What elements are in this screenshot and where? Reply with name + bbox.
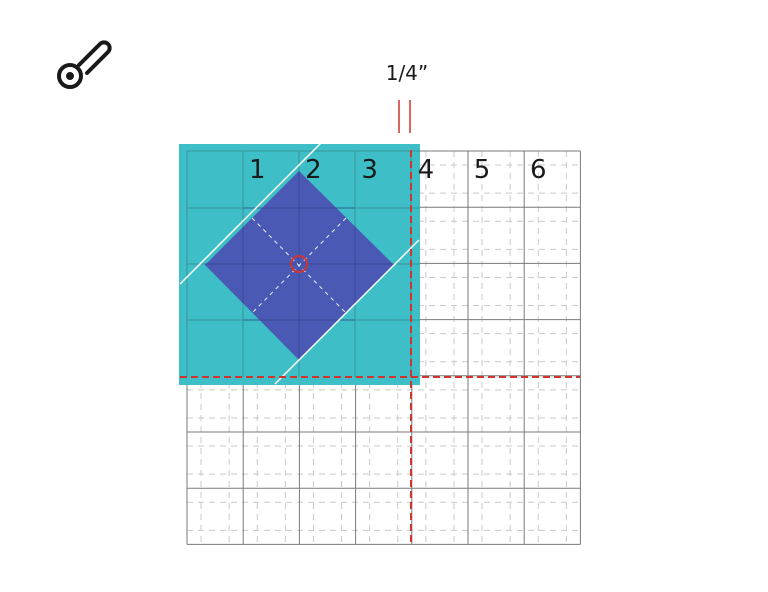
rotary-cutter-icon: [57, 40, 112, 89]
ruler-numbers: 1 2 3 4 5 6: [249, 155, 547, 185]
ruler-number-3: 3: [361, 155, 378, 185]
diamond-diagonals: [251, 217, 347, 314]
ruler-number-1: 1: [249, 155, 266, 185]
seam-allowance-label: 1/4”: [386, 61, 429, 85]
ruler-number-4: 4: [418, 155, 435, 185]
ruler-number-6: 6: [530, 155, 547, 185]
diamond-grid-overlay: [205, 171, 394, 360]
ruler-number-5: 5: [474, 155, 491, 185]
cutting-lines: [179, 141, 420, 385]
cut-guides: [180, 150, 580, 546]
quilt-block: [179, 141, 420, 385]
ruler-number-2: 2: [305, 155, 322, 185]
seam-allowance-marker: [398, 100, 411, 133]
center-target-icon: [290, 255, 308, 273]
